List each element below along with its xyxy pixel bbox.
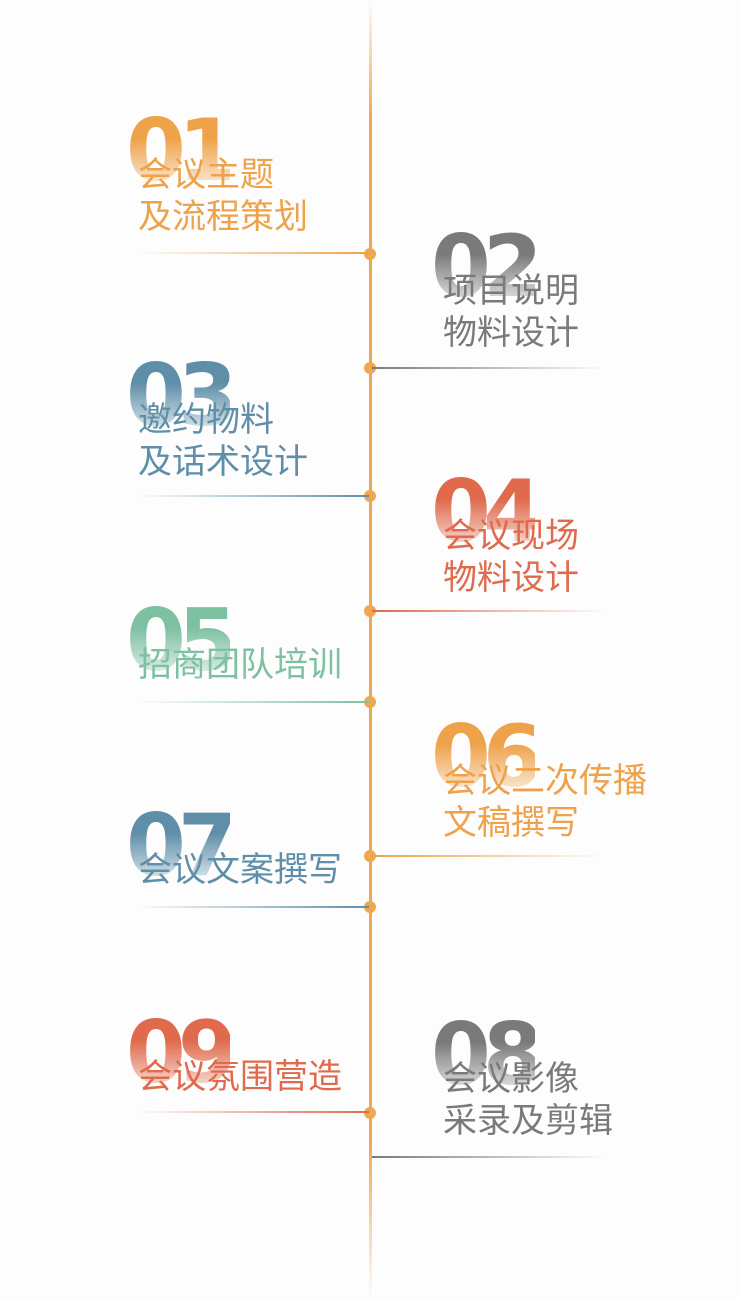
step-number: 07 xyxy=(126,796,238,896)
step-number: 04 xyxy=(431,462,543,562)
step-title-line: 物料设计 xyxy=(443,558,579,598)
step-01-underline xyxy=(135,252,369,254)
step-number: 06 xyxy=(431,707,543,807)
step-title: 会议影像 采录及剪辑 xyxy=(443,1058,613,1142)
step-title: 会议主题 及流程策划 xyxy=(138,154,308,238)
timeline-node-01 xyxy=(364,248,376,260)
timeline-node-09 xyxy=(364,1107,376,1119)
step-title-line: 邀约物料 xyxy=(138,400,274,440)
step-number: 09 xyxy=(126,1003,238,1103)
step-title-line: 会议二次传播 xyxy=(443,761,647,801)
timeline-node-05 xyxy=(364,696,376,708)
step-title-line: 会议文案撰写 xyxy=(138,850,342,890)
timeline-node-03 xyxy=(364,490,376,502)
step-04-underline xyxy=(372,610,608,612)
step-title-line: 会议影像 xyxy=(443,1059,579,1099)
step-07-underline xyxy=(135,906,369,908)
step-title-line: 及话术设计 xyxy=(138,442,308,482)
step-title-line: 文稿撰写 xyxy=(443,803,579,843)
step-title: 会议现场 物料设计 xyxy=(443,515,579,599)
step-title-line: 项目说明 xyxy=(443,271,579,311)
step-title-line: 会议主题 xyxy=(138,155,274,195)
step-title-line: 及流程策划 xyxy=(138,197,308,237)
step-title-line: 物料设计 xyxy=(443,313,579,353)
step-number: 01 xyxy=(126,101,238,201)
step-06-underline xyxy=(372,855,608,857)
step-title: 招商团队培训 xyxy=(138,644,342,686)
step-09-underline xyxy=(135,1111,369,1113)
step-number: 02 xyxy=(431,217,543,317)
step-05-underline xyxy=(135,701,369,703)
step-title: 会议氛围营造 xyxy=(138,1056,342,1098)
step-title: 会议二次传播 文稿撰写 xyxy=(443,760,647,844)
step-title: 项目说明 物料设计 xyxy=(443,270,579,354)
timeline-line xyxy=(369,0,372,1299)
step-title: 邀约物料 及话术设计 xyxy=(138,399,308,483)
step-number: 08 xyxy=(431,1005,543,1105)
timeline-node-02 xyxy=(364,362,376,374)
step-title-line: 会议氛围营造 xyxy=(138,1057,342,1097)
timeline-node-07 xyxy=(364,901,376,913)
step-title-line: 招商团队培训 xyxy=(138,645,342,685)
step-08-underline xyxy=(372,1156,608,1158)
step-title-line: 采录及剪辑 xyxy=(443,1101,613,1141)
timeline-node-06 xyxy=(364,850,376,862)
step-title-line: 会议现场 xyxy=(443,516,579,556)
step-title: 会议文案撰写 xyxy=(138,849,342,891)
step-number: 03 xyxy=(126,346,238,446)
timeline-node-04 xyxy=(364,605,376,617)
step-03-underline xyxy=(135,495,369,497)
step-02-underline xyxy=(372,367,608,369)
step-number: 05 xyxy=(126,591,238,691)
